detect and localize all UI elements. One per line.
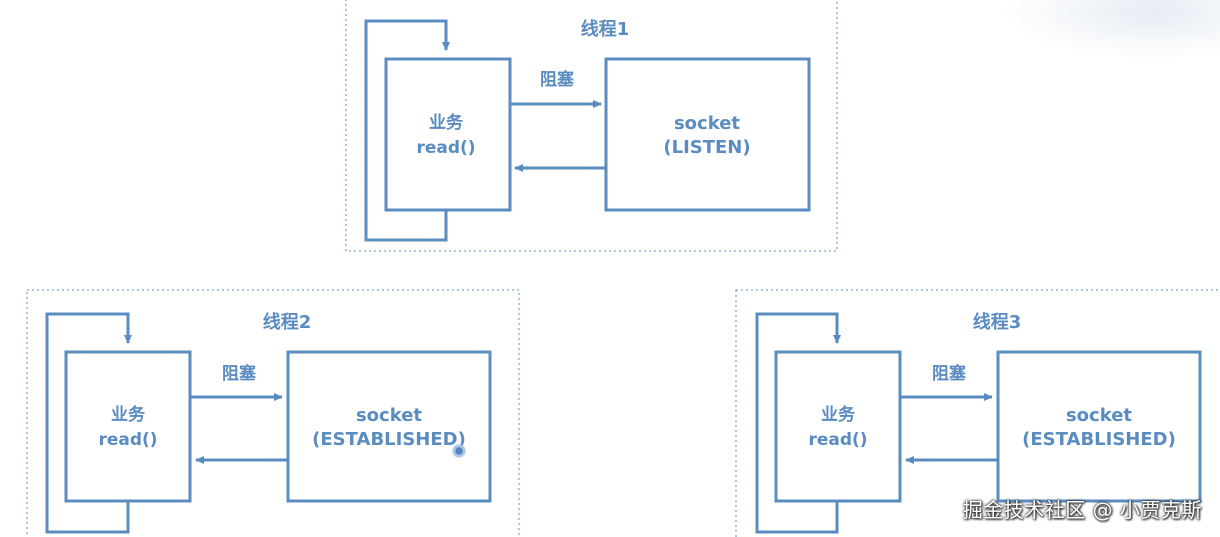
thread-3-read-label: read() <box>808 430 867 450</box>
thread-3-title: 线程3 <box>973 311 1022 333</box>
thread-3-frame <box>735 289 1220 537</box>
thread-1-group: 线程1 业务 read() 阻塞 socket (LISTEN) <box>345 0 838 252</box>
watermark-text: 掘金技术社区 @ 小贾克斯 <box>962 498 1202 522</box>
thread-1-business-box <box>384 57 512 212</box>
thread-1-frame <box>345 0 838 252</box>
thread-1-business-label: 业务 <box>429 112 464 133</box>
thread-3-group: 线程3 业务 read() 阻塞 socket (ESTABLISHED) <box>735 289 1220 537</box>
thread-1-socket-state: (LISTEN) <box>663 137 750 158</box>
thread-2-group: 线程2 业务 read() 阻塞 socket (ESTABLISHED) <box>26 289 520 537</box>
thread-3-business-label: 业务 <box>821 404 856 425</box>
thread-1-read-label: read() <box>416 138 475 158</box>
thread-1-title: 线程1 <box>581 18 630 40</box>
thread-2-loop-arrow <box>45 312 132 534</box>
thread-3-loop-arrow <box>755 312 841 534</box>
thread-3-socket-state: (ESTABLISHED) <box>1022 429 1176 450</box>
thread-2-frame <box>26 289 520 537</box>
thread-3-socket-box <box>996 350 1202 503</box>
thread-2-block-label: 阻塞 <box>222 363 257 384</box>
thread-1-socket-label: socket <box>674 113 740 134</box>
thread-2-read-label: read() <box>98 430 157 450</box>
thread-2-socket-label: socket <box>356 405 422 426</box>
thread-2-socket-state: (ESTABLISHED) <box>312 429 466 450</box>
thread-3-block-label: 阻塞 <box>932 363 967 384</box>
thread-1-loop-arrow <box>364 19 450 242</box>
thread-2-business-box <box>64 350 192 503</box>
thread-2-socket-box <box>286 350 492 503</box>
thread-1-block-label: 阻塞 <box>540 69 575 90</box>
thread-3-business-box <box>774 350 902 503</box>
thread-2-business-label: 业务 <box>111 404 146 425</box>
thread-2-title: 线程2 <box>263 311 312 333</box>
cursor-pointer-icon <box>452 444 466 458</box>
thread-1-socket-box <box>604 57 811 212</box>
thread-3-socket-label: socket <box>1066 405 1132 426</box>
gloss-highlight <box>1000 0 1220 60</box>
